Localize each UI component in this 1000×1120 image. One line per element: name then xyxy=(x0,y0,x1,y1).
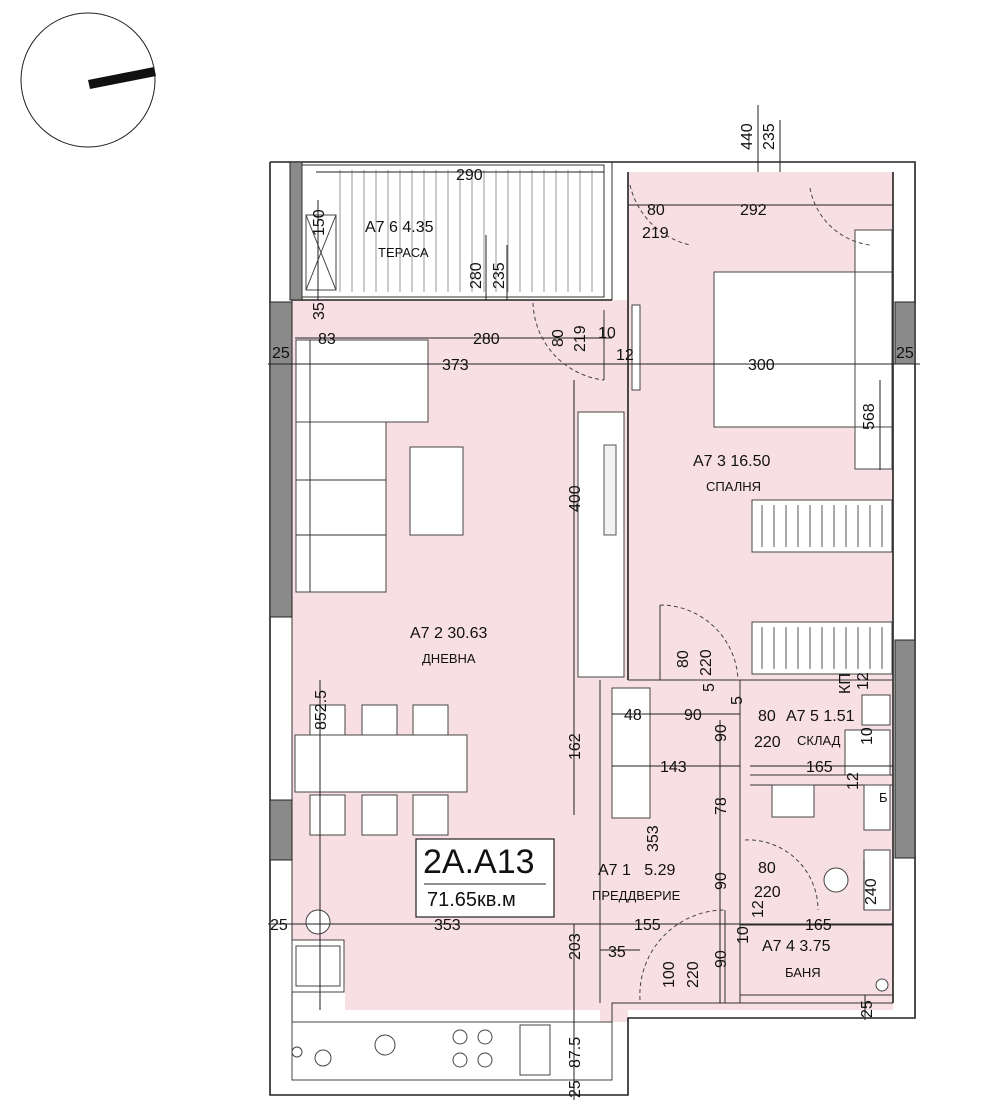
tv-unit xyxy=(577,411,625,678)
dim-label: 80 xyxy=(675,650,692,668)
dim-label: 220 xyxy=(754,884,781,901)
bedroom-name: А7 3 16.50 xyxy=(693,453,771,470)
dimension-labels: 440 235 290 150 280 235 35 83 280 80 219… xyxy=(270,123,914,1098)
dim-label: 83 xyxy=(318,331,336,348)
dim-label: 48 xyxy=(624,707,642,724)
storage-label: СКЛАД xyxy=(797,733,841,748)
dim-label: 353 xyxy=(645,825,662,852)
bathroom-name: А7 4 3.75 xyxy=(762,938,831,955)
bed xyxy=(713,229,893,470)
dim-label: 155 xyxy=(634,917,661,934)
dim-label: 90 xyxy=(684,707,702,724)
dim-label: 90 xyxy=(713,872,730,890)
dim-label: 373 xyxy=(442,357,469,374)
bedroom-label: СПАЛНЯ xyxy=(706,479,761,494)
dim-label: 240 xyxy=(863,878,880,905)
dim-label: 25 xyxy=(270,917,288,934)
dim-label: 292 xyxy=(740,202,767,219)
kitchen-counter xyxy=(291,909,613,1081)
dim-label: 220 xyxy=(754,734,781,751)
dim-label: 87.5 xyxy=(567,1037,584,1068)
terrace-label: ТЕРАСА xyxy=(378,245,429,260)
dim-label: 400 xyxy=(567,485,584,512)
dim-label: 25 xyxy=(272,345,290,362)
dim-label: 80 xyxy=(758,860,776,877)
dim-label: 162 xyxy=(567,733,584,760)
dim-label: 80 xyxy=(758,708,776,725)
hall-label: ПРЕДДВЕРИЕ xyxy=(592,888,681,903)
exterior-walls xyxy=(269,161,916,1096)
dim-label: 165 xyxy=(806,759,833,776)
sofa xyxy=(295,339,429,593)
north-arrow-icon xyxy=(20,12,156,148)
dim-label: 12 xyxy=(750,900,767,918)
dim-label: 25 xyxy=(896,345,914,362)
dim-label: 220 xyxy=(698,649,715,676)
bathroom-label: БАНЯ xyxy=(785,965,821,980)
dim-label: 235 xyxy=(761,123,778,150)
dim-label: 220 xyxy=(685,961,702,988)
terrace xyxy=(301,164,605,298)
dining-table xyxy=(294,704,468,836)
dim-label: 10 xyxy=(598,325,616,342)
dim-label: 100 xyxy=(661,961,678,988)
dimension-lines xyxy=(268,105,920,1100)
living-room-name: А7 2 30.63 xyxy=(410,625,488,642)
dim-label: 219 xyxy=(572,325,589,352)
dim-label: 235 xyxy=(491,262,508,289)
hall-name: А7 1 5.29 xyxy=(598,862,675,879)
dim-label: 78 xyxy=(713,797,730,815)
terrace-name: А7 6 4.35 xyxy=(365,219,434,236)
dim-label: 25 xyxy=(859,1000,876,1018)
dim-label: 25 xyxy=(567,1080,584,1098)
dim-label: 35 xyxy=(608,944,626,961)
unit-code: 2A.A13 xyxy=(423,843,535,881)
dim-label: 203 xyxy=(567,933,584,960)
dim-label: Б xyxy=(879,790,888,805)
dim-label: 165 xyxy=(805,917,832,934)
dim-label: 10 xyxy=(735,926,752,944)
dim-label: 5 xyxy=(701,683,718,692)
dim-label: 219 xyxy=(642,225,669,242)
dim-label: 90 xyxy=(713,724,730,742)
dim-label: 35 xyxy=(311,302,328,320)
dim-label: 290 xyxy=(456,167,483,184)
dim-label: 143 xyxy=(660,759,687,776)
hall-wardrobe xyxy=(611,687,651,819)
unit-badge: 2A.A13 71.65кв.м xyxy=(415,838,555,918)
dim-label: 150 xyxy=(311,209,328,236)
dim-label: 80 xyxy=(647,202,665,219)
bathroom-fixtures xyxy=(771,694,891,992)
columns xyxy=(269,161,916,861)
dim-label: 5 xyxy=(729,696,746,705)
dim-label: 852.5 xyxy=(313,690,330,730)
living-room-label: ДНЕВНА xyxy=(422,651,476,666)
coffee-table xyxy=(409,446,464,536)
dim-label: 10 xyxy=(859,727,876,745)
dim-label: 12 xyxy=(616,347,634,364)
dim-label: 280 xyxy=(468,262,485,289)
wardrobe xyxy=(751,499,893,675)
dim-label: 440 xyxy=(739,123,756,150)
dim-label: 300 xyxy=(748,357,775,374)
door-swings xyxy=(532,184,871,1003)
unit-area: 71.65кв.м xyxy=(427,889,516,911)
dim-label: 12 xyxy=(855,672,872,690)
dim-label: 80 xyxy=(550,329,567,347)
dim-label: 12 xyxy=(845,772,862,790)
storage-name: А7 5 1.51 xyxy=(786,708,855,725)
dim-label: 90 xyxy=(713,950,730,968)
dim-label: 280 xyxy=(473,331,500,348)
dim-label: КП xyxy=(837,673,854,694)
dim-label: 568 xyxy=(861,403,878,430)
dim-label: 353 xyxy=(434,917,461,934)
